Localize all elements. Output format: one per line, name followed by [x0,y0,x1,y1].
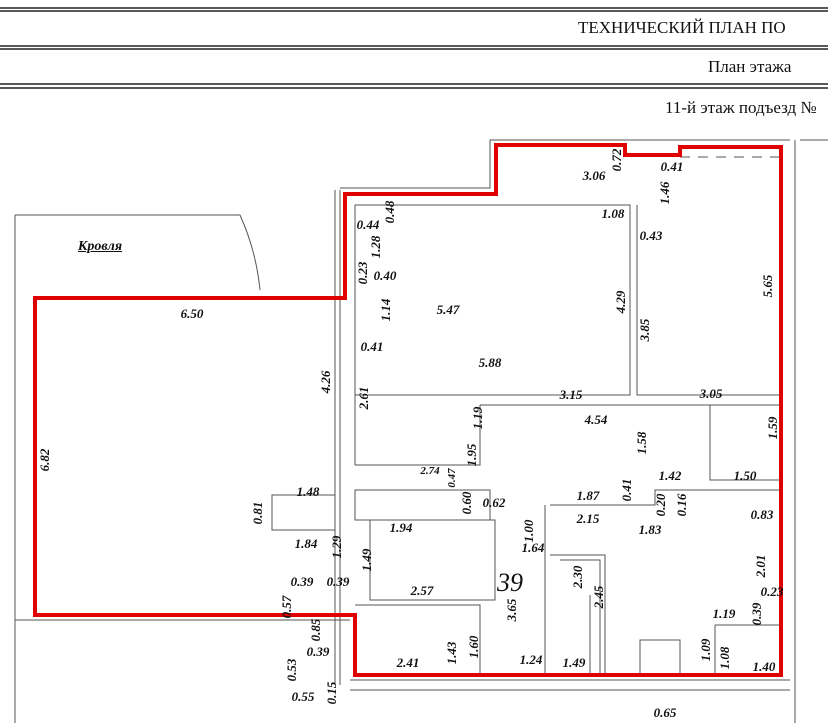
dimension-label: 0.43 [639,228,663,243]
dimension-label: 0.83 [750,507,774,522]
dimension-label: 2.01 [753,554,768,578]
dimension-label: 1.42 [658,468,682,483]
dimension-label: 2.41 [396,655,420,670]
plan-subtitle: План этажа [708,57,792,76]
header-lines [0,7,828,89]
dimension-label: 3.15 [559,387,583,402]
dimension-label: 1.49 [359,548,374,572]
dimension-label: 0.41 [660,159,684,174]
dimension-label: 1.50 [733,468,757,483]
dimension-label: 0.65 [653,705,677,720]
dimension-label: 0.40 [373,268,397,283]
dimension-label: 2.45 [591,585,606,609]
dimension-label: 0.20 [653,493,668,517]
dimension-label: 0.39 [290,574,314,589]
dimension-label: 1.08 [717,646,732,670]
dimension-label: 1.00 [521,519,536,543]
dimension-label: 0.57 [279,595,294,619]
dimension-label: 0.72 [609,148,624,172]
dimension-label: 1.59 [765,416,780,440]
dimension-label: 3.85 [637,318,652,342]
document-title: ТЕХНИЧЕСКИЙ ПЛАН ПО [578,18,786,37]
dimension-label: 6.82 [37,448,52,472]
dimension-label: 1.64 [521,540,545,555]
floor-label: 11-й этаж подъезд № [665,98,817,117]
dimension-label: 1.84 [294,536,318,551]
dimension-label: 1.28 [368,235,383,259]
dimension-label: 0.47 [446,468,458,488]
dimension-label: 1.43 [444,641,459,665]
dimension-label: 0.23 [355,261,370,285]
dimension-label: 0.39 [749,602,764,626]
dimension-label: 0.16 [674,493,689,517]
dimension-label: 2.15 [576,511,600,526]
dimension-label: 0.41 [619,478,634,502]
roof-label: Кровля [77,239,123,254]
unit-number: 39 [497,568,523,597]
dimension-label: 0.62 [482,495,506,510]
dimension-label: 4.54 [584,412,608,427]
dimension-label: 1.24 [519,652,543,667]
dimension-label: 4.29 [613,290,628,314]
dimension-label: 6.50 [180,306,204,321]
dimension-label: 1.94 [389,520,413,535]
dimension-label: 2.61 [356,386,371,410]
dimension-label: 2.74 [420,465,440,477]
walls [14,139,828,723]
dimension-label: 1.09 [698,638,713,662]
dimension-label: 1.83 [638,522,662,537]
dimension-label: 1.08 [601,206,625,221]
dimension-label: 5.47 [436,302,460,317]
dimension-label: 0.39 [326,574,350,589]
dimension-label: 1.14 [378,298,393,322]
dimension-label: 0.55 [291,689,315,704]
dimension-label: 4.26 [318,370,333,394]
dimension-label: 0.41 [360,339,384,354]
dimension-label: 5.65 [760,274,775,298]
dimension-label: 0.23 [760,584,784,599]
dimension-label: 2.57 [410,583,434,598]
dimension-label: 0.60 [459,491,474,515]
dimension-label: 0.48 [382,200,397,224]
dimension-label: 0.53 [284,658,299,682]
dimension-label: 1.19 [470,406,485,430]
dimension-label: 1.48 [296,484,320,499]
dimension-label: 0.39 [306,644,330,659]
dimension-label: 3.65 [504,598,519,622]
dimension-label: 0.15 [324,681,339,705]
dimension-label: 0.44 [356,217,380,232]
dimension-label: 1.58 [634,431,649,455]
dimension-label: 1.40 [752,659,776,674]
dimension-label: 0.81 [250,501,265,525]
dimension-label: 2.30 [570,565,585,589]
unit-39-outline [33,143,783,677]
dimension-label: 1.87 [576,488,600,503]
balcony-lines [360,156,780,206]
dimension-label: 0.85 [308,618,323,642]
dimension-label: 3.05 [699,386,723,401]
dimension-label: 1.19 [712,606,736,621]
dimension-label: 1.95 [464,443,479,467]
dimension-label: 1.49 [562,655,586,670]
dimension-label: 5.88 [478,355,502,370]
dimension-label: 3.06 [582,168,606,183]
dimension-label: 1.29 [329,535,344,559]
dimension-label: 1.60 [466,635,481,659]
dimension-label: 1.46 [657,181,672,205]
